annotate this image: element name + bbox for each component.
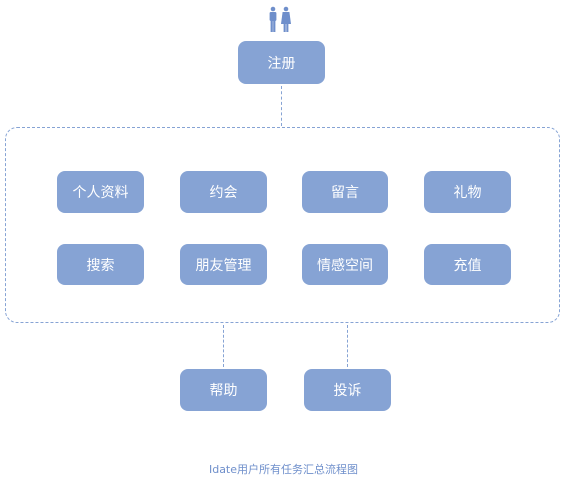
report-node: 投诉 [304, 369, 391, 411]
profile-label: 个人资料 [72, 185, 129, 201]
date-label: 约会 [209, 185, 238, 201]
report-label: 投诉 [333, 383, 362, 399]
connector-group-to-help [223, 325, 224, 367]
message-node: 留言 [302, 171, 388, 213]
diagram-caption: Idate用户所有任务汇总流程图 [208, 463, 359, 476]
recharge-label: 充值 [453, 257, 482, 274]
register-label: 注册 [267, 55, 296, 72]
help-label: 帮助 [209, 383, 238, 399]
message-label: 留言 [331, 185, 359, 201]
connector-register-to-group [281, 86, 282, 126]
search-node: 搜索 [57, 244, 144, 285]
search-label: 搜索 [86, 257, 115, 274]
emotion-space-node: 情感空间 [302, 244, 388, 285]
gift-label: 礼物 [453, 185, 482, 201]
connector-group-to-report [347, 325, 348, 367]
friends-management-node: 朋友管理 [180, 244, 267, 285]
recharge-node: 充值 [424, 244, 511, 285]
gift-node: 礼物 [424, 171, 511, 213]
date-node: 约会 [180, 171, 267, 213]
task-group-box [5, 127, 560, 323]
profile-node: 个人资料 [57, 171, 144, 213]
emotion-space-label: 情感空间 [317, 257, 373, 274]
help-node: 帮助 [180, 369, 267, 411]
people-icon [269, 6, 291, 32]
register-node: 注册 [238, 41, 325, 84]
friends-management-label: 朋友管理 [195, 257, 252, 274]
